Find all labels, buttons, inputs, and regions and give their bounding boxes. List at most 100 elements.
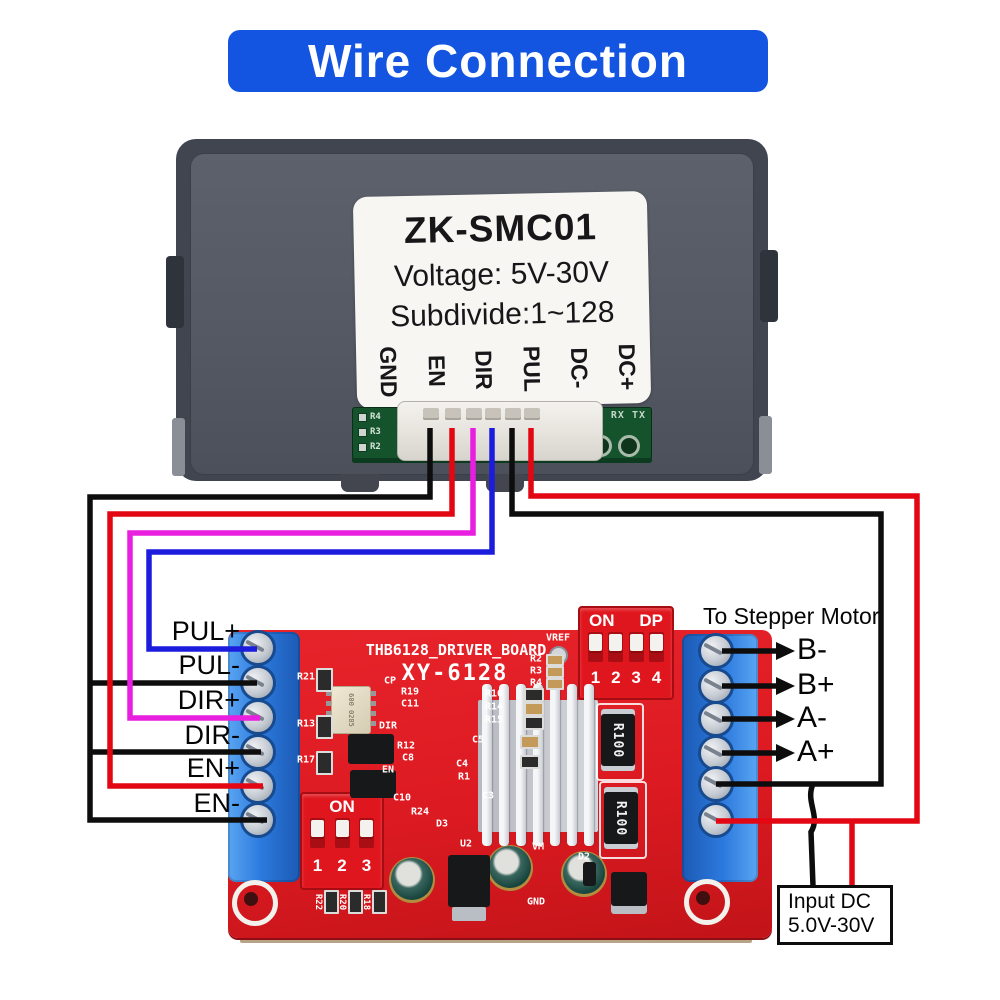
dip-switch-slider <box>589 634 602 651</box>
heatsink-fin <box>482 684 492 846</box>
controller-right-clip <box>759 416 772 474</box>
silkscreen-label: R2 <box>529 653 543 665</box>
right-terminal-block <box>682 633 758 882</box>
signal-label-en: EN- <box>193 788 241 818</box>
terminal-screw <box>698 766 734 802</box>
title-banner: Wire Connection <box>228 30 768 92</box>
silkscreen-label: D2 <box>577 851 591 863</box>
controller-pin-dir: DIR <box>463 336 504 403</box>
silkscreen-label: R19 <box>400 686 420 698</box>
silkscreen-label: C10 <box>392 792 412 804</box>
controller-left-tab <box>166 256 184 328</box>
dip-switch-slot <box>588 632 603 662</box>
smd-component <box>524 688 544 702</box>
regulator-tab <box>452 907 486 921</box>
dip-number: 3 <box>361 856 372 875</box>
voltage-regulator <box>448 855 490 907</box>
terminal-screw <box>240 699 276 735</box>
dip-number: 2 <box>337 856 347 875</box>
pcb-mark: R4 <box>358 412 381 422</box>
smd-component <box>524 702 544 716</box>
motor-label-a: A+ <box>797 735 835 768</box>
silkscreen-label: R13 <box>296 718 316 730</box>
silkscreen-label: R18 <box>361 893 371 911</box>
heatsink-fin <box>499 684 509 846</box>
power-resistor: R100 <box>601 709 635 771</box>
silkscreen-label: C11 <box>400 698 420 710</box>
power-input-line2: 5.0V-30V <box>788 914 875 937</box>
ic-marking: 600 0285 <box>347 693 355 727</box>
controller-pin-gnd: GND <box>368 338 409 405</box>
connector-slot <box>524 408 540 420</box>
dip-switch-slider <box>629 634 643 651</box>
pcb-mark: R3 <box>358 427 381 437</box>
dip-switch-slot <box>310 818 325 848</box>
pin-label-text: DC+ <box>613 342 641 390</box>
signal-label-pul: PUL- <box>178 650 240 680</box>
dip-switch-slot <box>359 818 374 848</box>
silkscreen-label: C8 <box>401 752 415 764</box>
motor-heading: To Stepper Motor <box>703 603 880 629</box>
pin-label-text: PUL <box>518 345 546 392</box>
smd-resistor <box>324 890 339 914</box>
pcb-serial-text: GND RX TX <box>582 410 646 421</box>
motor-label-b: B- <box>797 633 827 666</box>
power-resistor: R100 <box>604 787 638 849</box>
board-model: XY-6128 <box>401 661 509 686</box>
smd-resistor <box>316 668 333 692</box>
controller-left-clip <box>172 418 185 476</box>
smd-component <box>520 735 540 749</box>
silkscreen-label: VM <box>531 841 545 853</box>
dip-switch-slider <box>335 820 349 837</box>
smd-component <box>524 716 544 730</box>
dip-switch-slot <box>628 632 644 662</box>
connector-slot <box>423 408 439 420</box>
silkscreen-label: CP <box>383 675 397 687</box>
silkscreen-label: C3 <box>481 790 495 802</box>
terminal-screw <box>240 802 276 838</box>
connector-slot <box>445 408 461 420</box>
pin-label-text: EN <box>423 354 450 387</box>
signal-label-dir: DIR+ <box>177 685 240 715</box>
dip-number: 1 <box>312 856 323 875</box>
smd-resistor <box>316 751 333 775</box>
silkscreen-label: C5 <box>471 734 485 746</box>
silkscreen-label: R3 <box>529 665 543 677</box>
dip-number: 2 <box>611 668 621 687</box>
silkscreen-label: R10 <box>484 688 504 700</box>
smd-component <box>520 755 540 769</box>
silkscreen-label: R1 <box>457 771 471 783</box>
silkscreen-label: R12 <box>396 740 416 752</box>
wire-connector <box>397 401 603 461</box>
silkscreen-label: R20 <box>337 893 347 911</box>
smd-resistor <box>348 890 363 914</box>
smd-resistor <box>546 678 564 690</box>
silkscreen-label: EN <box>381 764 395 776</box>
terminal-screw <box>698 633 734 669</box>
dip-switch-slider <box>649 634 663 651</box>
signal-label-dir: DIR- <box>184 720 241 750</box>
optocoupler-ic: 600 0285 <box>326 686 376 734</box>
silkscreen-label: DIR <box>378 720 398 732</box>
controller-subdivide-text: Subdivide:1~128 <box>389 295 615 334</box>
heatsink-fin <box>567 684 577 846</box>
terminal-screw <box>240 768 276 804</box>
dip-switch-slot <box>608 632 624 662</box>
diode <box>611 872 647 914</box>
mounting-hole <box>684 879 730 925</box>
dip-switch-slider <box>311 820 324 837</box>
heatsink-fin <box>584 684 594 846</box>
terminal-screw <box>240 734 276 770</box>
terminal-screw <box>698 802 734 838</box>
controller-model-text: ZK-SMC01 <box>403 205 598 252</box>
dip-top-on-label: ON <box>589 611 615 630</box>
controller-label-sticker: ZK-SMC01 Voltage: 5V-30V Subdivide:1~128… <box>352 190 652 410</box>
silkscreen-label: U2 <box>459 838 473 850</box>
terminal-screw <box>240 665 276 701</box>
controller-foot <box>486 474 524 492</box>
dip-top-switch-row <box>580 632 672 662</box>
smd-resistor <box>546 666 564 678</box>
